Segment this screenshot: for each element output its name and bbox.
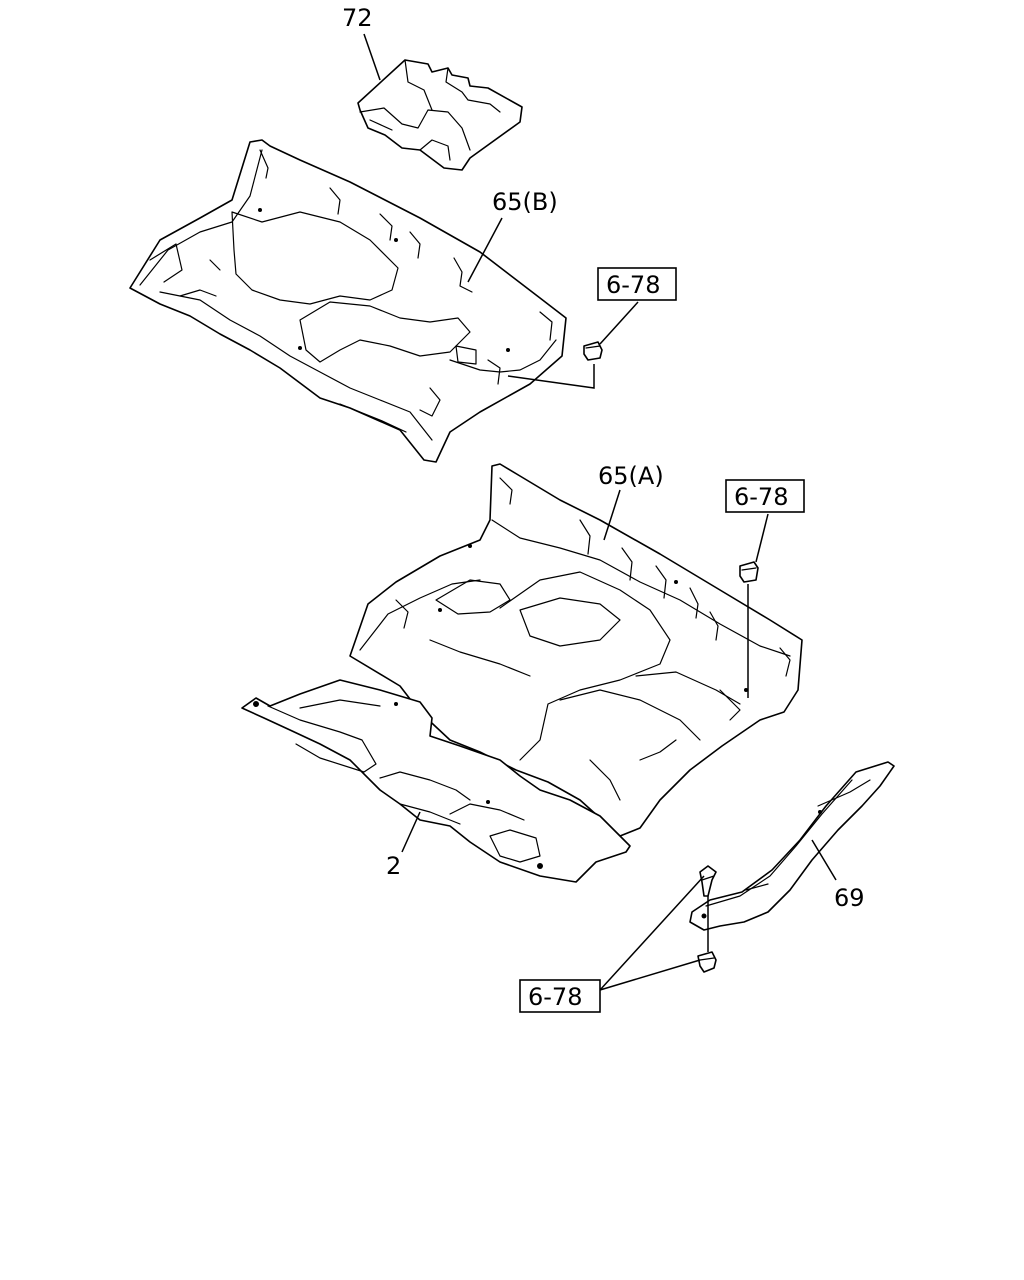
part-65b-floor-carpet	[129, 139, 567, 463]
reference-box-bottom[interactable]: 6-78	[519, 979, 601, 1013]
callout-69: 69	[834, 884, 865, 912]
clip-fastener-middle	[739, 561, 759, 583]
reference-label-middle: 6-78	[734, 483, 788, 511]
leader-lines	[363, 33, 837, 991]
reference-box-top[interactable]: 6-78	[597, 267, 677, 301]
reference-label-bottom: 6-78	[528, 983, 582, 1011]
part-65a-floor-carpet	[349, 463, 803, 837]
part-2-floor-insulator	[241, 679, 631, 883]
reference-box-middle[interactable]: 6-78	[725, 479, 805, 513]
reference-label-top: 6-78	[606, 271, 660, 299]
part-69-side-rail	[689, 761, 895, 931]
clip-fastener-top	[583, 341, 603, 361]
callout-72: 72	[342, 4, 373, 32]
screw-fastener-upper	[699, 865, 717, 897]
callout-65a: 65(A)	[598, 462, 664, 490]
callout-65b: 65(B)	[492, 188, 558, 216]
clip-fastener-lower	[697, 951, 717, 973]
callout-2: 2	[386, 852, 401, 880]
part-72-insulator-pad	[357, 59, 523, 171]
